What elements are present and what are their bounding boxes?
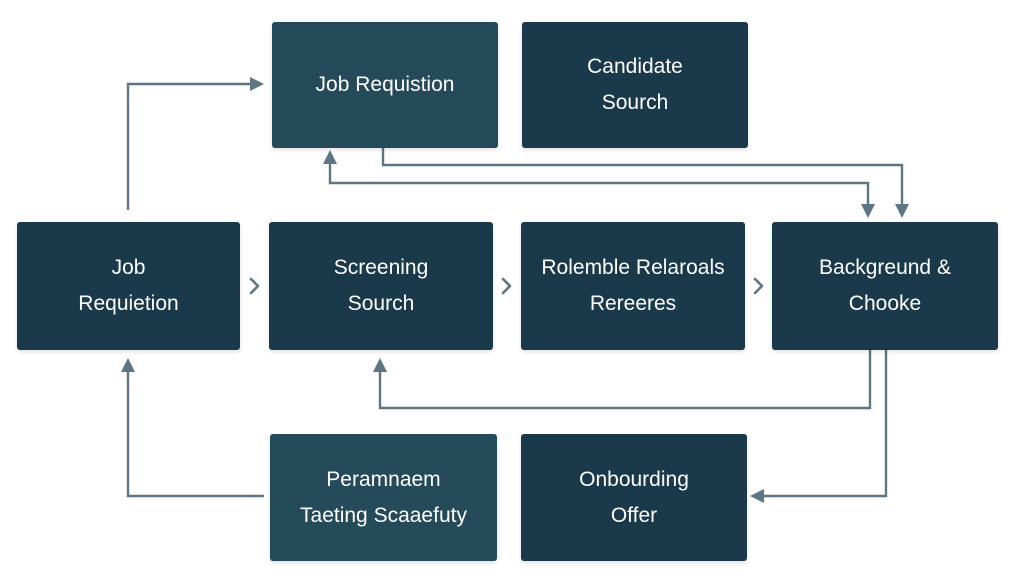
node-peramnaem-taeting[interactable]: Peramnaem Taeting Scaaefuty: [270, 434, 497, 561]
node-label: Offer: [610, 503, 658, 527]
node-rolemble-relaroals[interactable]: Rolemble Relaroals Rereeres: [521, 222, 745, 350]
node-label: Candidate: [587, 55, 683, 78]
node-label: Onbourding: [579, 467, 689, 491]
node-onbourding-offer[interactable]: Onbourding Offer: [521, 434, 747, 561]
node-screening-sourch[interactable]: Screening Sourch: [269, 222, 493, 350]
node-label: Requietion: [78, 292, 179, 315]
chevron-right-icon: [249, 277, 260, 295]
node-label: Job: [111, 256, 146, 279]
node-label: Sourch: [347, 292, 415, 315]
connector-peramnaem-to-job: [126, 370, 264, 498]
arrowhead-up: [323, 150, 337, 164]
node-label: Backgreund &: [819, 256, 951, 279]
arrowhead-down: [895, 204, 909, 218]
chevron-right-icon: [753, 277, 764, 295]
arrowhead-right: [250, 77, 264, 91]
node-label: Job Requistion: [315, 73, 455, 96]
node-label: Screening: [333, 256, 429, 279]
connector-top-to-background-a: [381, 148, 904, 206]
node-label: Rolemble Relaroals: [541, 256, 725, 279]
connector-background-to-screening: [378, 350, 872, 410]
node-candidate-sourch[interactable]: Candidate Sourch: [522, 22, 748, 148]
connector-background-to-top: [328, 162, 870, 206]
arrowhead-left: [750, 489, 764, 503]
chevron-right-icon: [501, 277, 512, 295]
node-label: Taeting Scaaefuty: [300, 503, 467, 527]
arrowhead-up: [373, 358, 387, 372]
arrowhead-up: [121, 358, 135, 372]
node-backgreund-chooke[interactable]: Backgreund & Chooke: [772, 222, 998, 350]
arrowhead-down: [861, 204, 875, 218]
node-label: Peramnaem: [326, 467, 441, 491]
node-label: Chooke: [848, 292, 922, 315]
node-job-requietion[interactable]: Job Requietion: [17, 222, 240, 350]
connector-background-to-onboarding: [762, 350, 888, 498]
node-label: Rereeres: [589, 292, 677, 315]
connector-left-to-top: [126, 82, 252, 210]
node-label: Sourch: [601, 91, 669, 114]
node-job-requistion-top[interactable]: Job Requistion: [272, 22, 498, 148]
